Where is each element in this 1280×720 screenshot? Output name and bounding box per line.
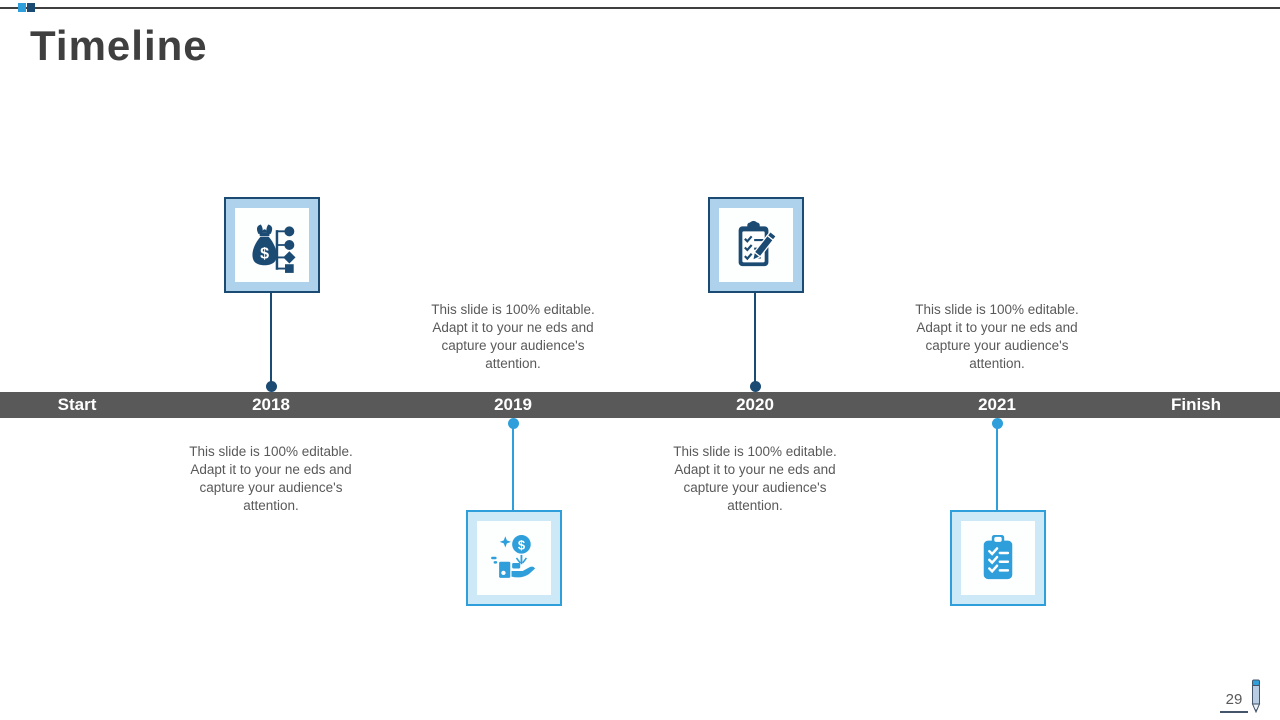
milestone-2019-icon-panel: $ bbox=[477, 521, 551, 595]
milestone-2018-connector bbox=[270, 293, 272, 383]
milestone-2020-icon-panel bbox=[719, 208, 793, 282]
milestone-2019-connector bbox=[512, 426, 514, 510]
milestone-2018-description: This slide is 100% editable. Adapt it to… bbox=[189, 444, 353, 513]
milestone-2021-icon-box bbox=[950, 510, 1046, 606]
milestone-2021-dot bbox=[992, 418, 1003, 429]
milestone-2018-icon-panel: $ bbox=[235, 208, 309, 282]
milestone-2021-connector bbox=[996, 426, 998, 510]
pencil-icon bbox=[1251, 679, 1261, 713]
bar-label-2021: 2021 bbox=[978, 395, 1016, 414]
milestone-2020-description: This slide is 100% editable. Adapt it to… bbox=[673, 444, 837, 513]
milestone-2021-description: This slide is 100% editable. Adapt it to… bbox=[915, 302, 1079, 371]
accent-square-light bbox=[18, 3, 26, 12]
svg-text:$: $ bbox=[518, 537, 526, 552]
bar-label-2020: 2020 bbox=[736, 395, 774, 414]
hand-coin-icon: $ bbox=[491, 535, 536, 578]
milestone-2021-icon-panel bbox=[961, 521, 1035, 595]
milestone-2020-icon-box bbox=[708, 197, 804, 293]
timeline-bar: Start 2018 2019 2020 2021 Finish bbox=[0, 392, 1280, 418]
bar-label-2019: 2019 bbox=[494, 395, 532, 414]
money-bag-org-chart-icon: $ bbox=[252, 224, 296, 273]
page-number: 29 bbox=[1225, 691, 1243, 708]
bar-label-2018: 2018 bbox=[252, 395, 290, 414]
milestone-2018-dot bbox=[266, 381, 277, 392]
bar-label-finish: Finish bbox=[1170, 395, 1222, 414]
clipboard-checklist-icon bbox=[983, 535, 1013, 580]
milestone-2019-description: This slide is 100% editable. Adapt it to… bbox=[431, 302, 595, 371]
page-title: Timeline bbox=[30, 22, 208, 69]
milestone-2020-connector bbox=[754, 293, 756, 383]
accent-square-dark bbox=[27, 3, 35, 12]
milestone-2019-icon-box: $ bbox=[466, 510, 562, 606]
milestone-2020-dot bbox=[750, 381, 761, 392]
clipboard-pencil-icon bbox=[738, 220, 778, 267]
top-divider-line bbox=[0, 3, 1280, 12]
bar-label-start: Start bbox=[57, 395, 97, 414]
page-number-underline bbox=[1220, 711, 1248, 713]
milestone-2018-icon-box: $ bbox=[224, 197, 320, 293]
svg-text:$: $ bbox=[260, 245, 269, 263]
milestone-2019-dot bbox=[508, 418, 519, 429]
